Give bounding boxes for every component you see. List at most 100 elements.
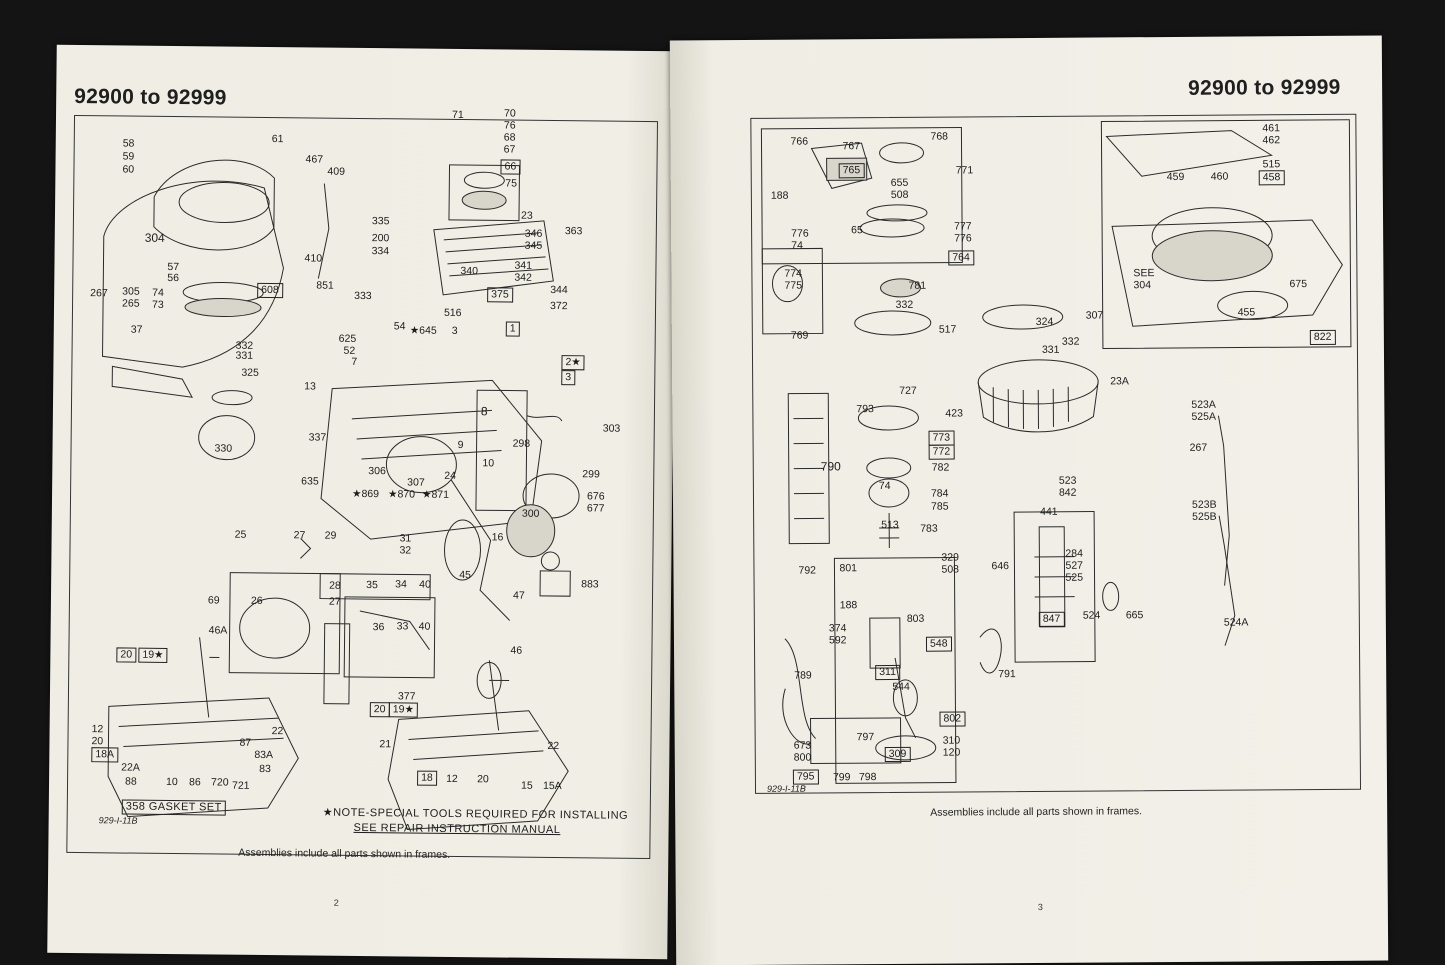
part-label: 410	[304, 252, 323, 265]
part-label: 73	[151, 298, 164, 311]
part-label: 8	[480, 404, 488, 419]
part-label: 188	[770, 189, 789, 202]
part-label: 22	[547, 739, 560, 753]
part-label: 46A	[208, 624, 228, 637]
gasket-set-label: 358 GASKET SET	[121, 799, 226, 816]
part-label: 265	[122, 297, 140, 310]
part-label: 34	[395, 578, 407, 591]
part-label: 341	[514, 259, 533, 272]
part-frame-label: 311	[875, 664, 900, 681]
part-frame-label: 795	[792, 769, 819, 785]
part-label: 25	[234, 528, 247, 541]
part-frame-label: 18A	[91, 747, 119, 763]
part-label: 307	[407, 476, 425, 489]
part-label: 525B	[1192, 510, 1217, 523]
part-label: 460	[1210, 170, 1229, 183]
part-label: 523B	[1191, 498, 1217, 511]
part-label: 721	[231, 779, 250, 792]
part-label: 517	[938, 323, 957, 336]
part-label: 304	[1133, 279, 1152, 292]
part-label: 68	[503, 131, 516, 144]
part-label: ★869	[352, 487, 380, 501]
part-label: 459	[1166, 170, 1185, 184]
part-label: 20	[91, 735, 104, 748]
part-label: 523A	[1191, 398, 1216, 411]
part-label: 76	[503, 119, 516, 132]
part-label: 513	[881, 518, 899, 532]
part-label: 783	[920, 522, 938, 535]
part-label: 33	[396, 620, 409, 633]
part-label: 525	[1065, 571, 1084, 584]
part-label: 60	[122, 163, 135, 176]
part-label: 10	[482, 457, 495, 470]
part-label: 74	[878, 479, 891, 493]
part-label: 40	[418, 620, 431, 633]
part-label: 771	[955, 164, 974, 177]
part-label: 47	[512, 589, 525, 602]
part-label: 508	[941, 563, 960, 576]
part-label: 800	[793, 751, 812, 764]
part-label: 13	[304, 380, 316, 393]
part-label: 544	[892, 680, 910, 693]
part-label: 12	[91, 723, 104, 736]
part-frame-label: 764	[948, 250, 974, 266]
part-label: 306	[368, 465, 386, 478]
part-label: 23A	[1110, 375, 1129, 388]
part-label: 790	[820, 459, 841, 474]
part-label: 332	[895, 298, 914, 311]
part-label: 331	[235, 349, 254, 362]
part-frame-label: 772	[928, 444, 955, 460]
part-label: 24	[444, 469, 457, 482]
part-label: 54	[393, 320, 406, 333]
part-frame-label: 458	[1258, 170, 1285, 186]
part-label: 88	[124, 775, 137, 788]
part-label: 527	[1065, 559, 1084, 572]
part-label: 86	[188, 776, 201, 789]
part-label: 655	[890, 176, 909, 189]
part-label: 331	[1041, 343, 1060, 356]
part-frame-label: 2★	[561, 355, 585, 371]
part-label: 793	[856, 403, 874, 416]
part-label: 340	[460, 265, 479, 278]
part-label: ★871	[422, 488, 450, 501]
diagram-frame	[66, 114, 659, 860]
part-frame-label: 19★	[138, 647, 168, 663]
page-number: 3	[1037, 901, 1043, 912]
part-label: 74	[791, 239, 803, 252]
part-label: 335	[371, 215, 390, 228]
part-label: 28	[329, 579, 341, 592]
part-label: 83A	[254, 748, 274, 762]
part-label: 776	[954, 232, 972, 245]
engine-exploded-view	[102, 159, 580, 831]
part-label: 467	[305, 153, 324, 166]
part-label: 799	[832, 771, 851, 784]
part-label: 776	[791, 227, 809, 240]
part-label: 7	[351, 355, 358, 368]
part-label: 87	[239, 736, 252, 749]
part-label: 345	[524, 239, 543, 252]
part-frame-label: 822	[1309, 329, 1336, 346]
part-label: 307	[1085, 309, 1104, 322]
part-frame-label: 847	[1038, 611, 1065, 627]
part-label: 515	[1262, 158, 1281, 171]
part-label: 423	[945, 407, 963, 420]
part-label: 720	[210, 776, 229, 789]
part-label: 785	[930, 500, 949, 513]
part-label: 774	[784, 267, 802, 280]
part-label: 508	[890, 188, 909, 201]
part-label: 777	[954, 220, 972, 233]
part-label: 673	[793, 739, 812, 752]
part-label: 798	[858, 771, 877, 784]
part-label: 766	[790, 135, 809, 148]
part-label: 768	[930, 130, 949, 143]
page-number: 2	[333, 897, 339, 908]
part-label: 267	[1189, 441, 1208, 454]
part-label: 851	[316, 279, 334, 292]
part-frame-label: 765	[838, 163, 865, 179]
part-label: 12	[446, 772, 458, 786]
starter-exploded-view	[760, 119, 1352, 784]
page-caption: Assemblies include all parts shown in fr…	[238, 846, 451, 861]
part-label: 31	[399, 532, 412, 545]
part-label: 377	[397, 690, 416, 703]
part-label: 344	[550, 283, 568, 297]
